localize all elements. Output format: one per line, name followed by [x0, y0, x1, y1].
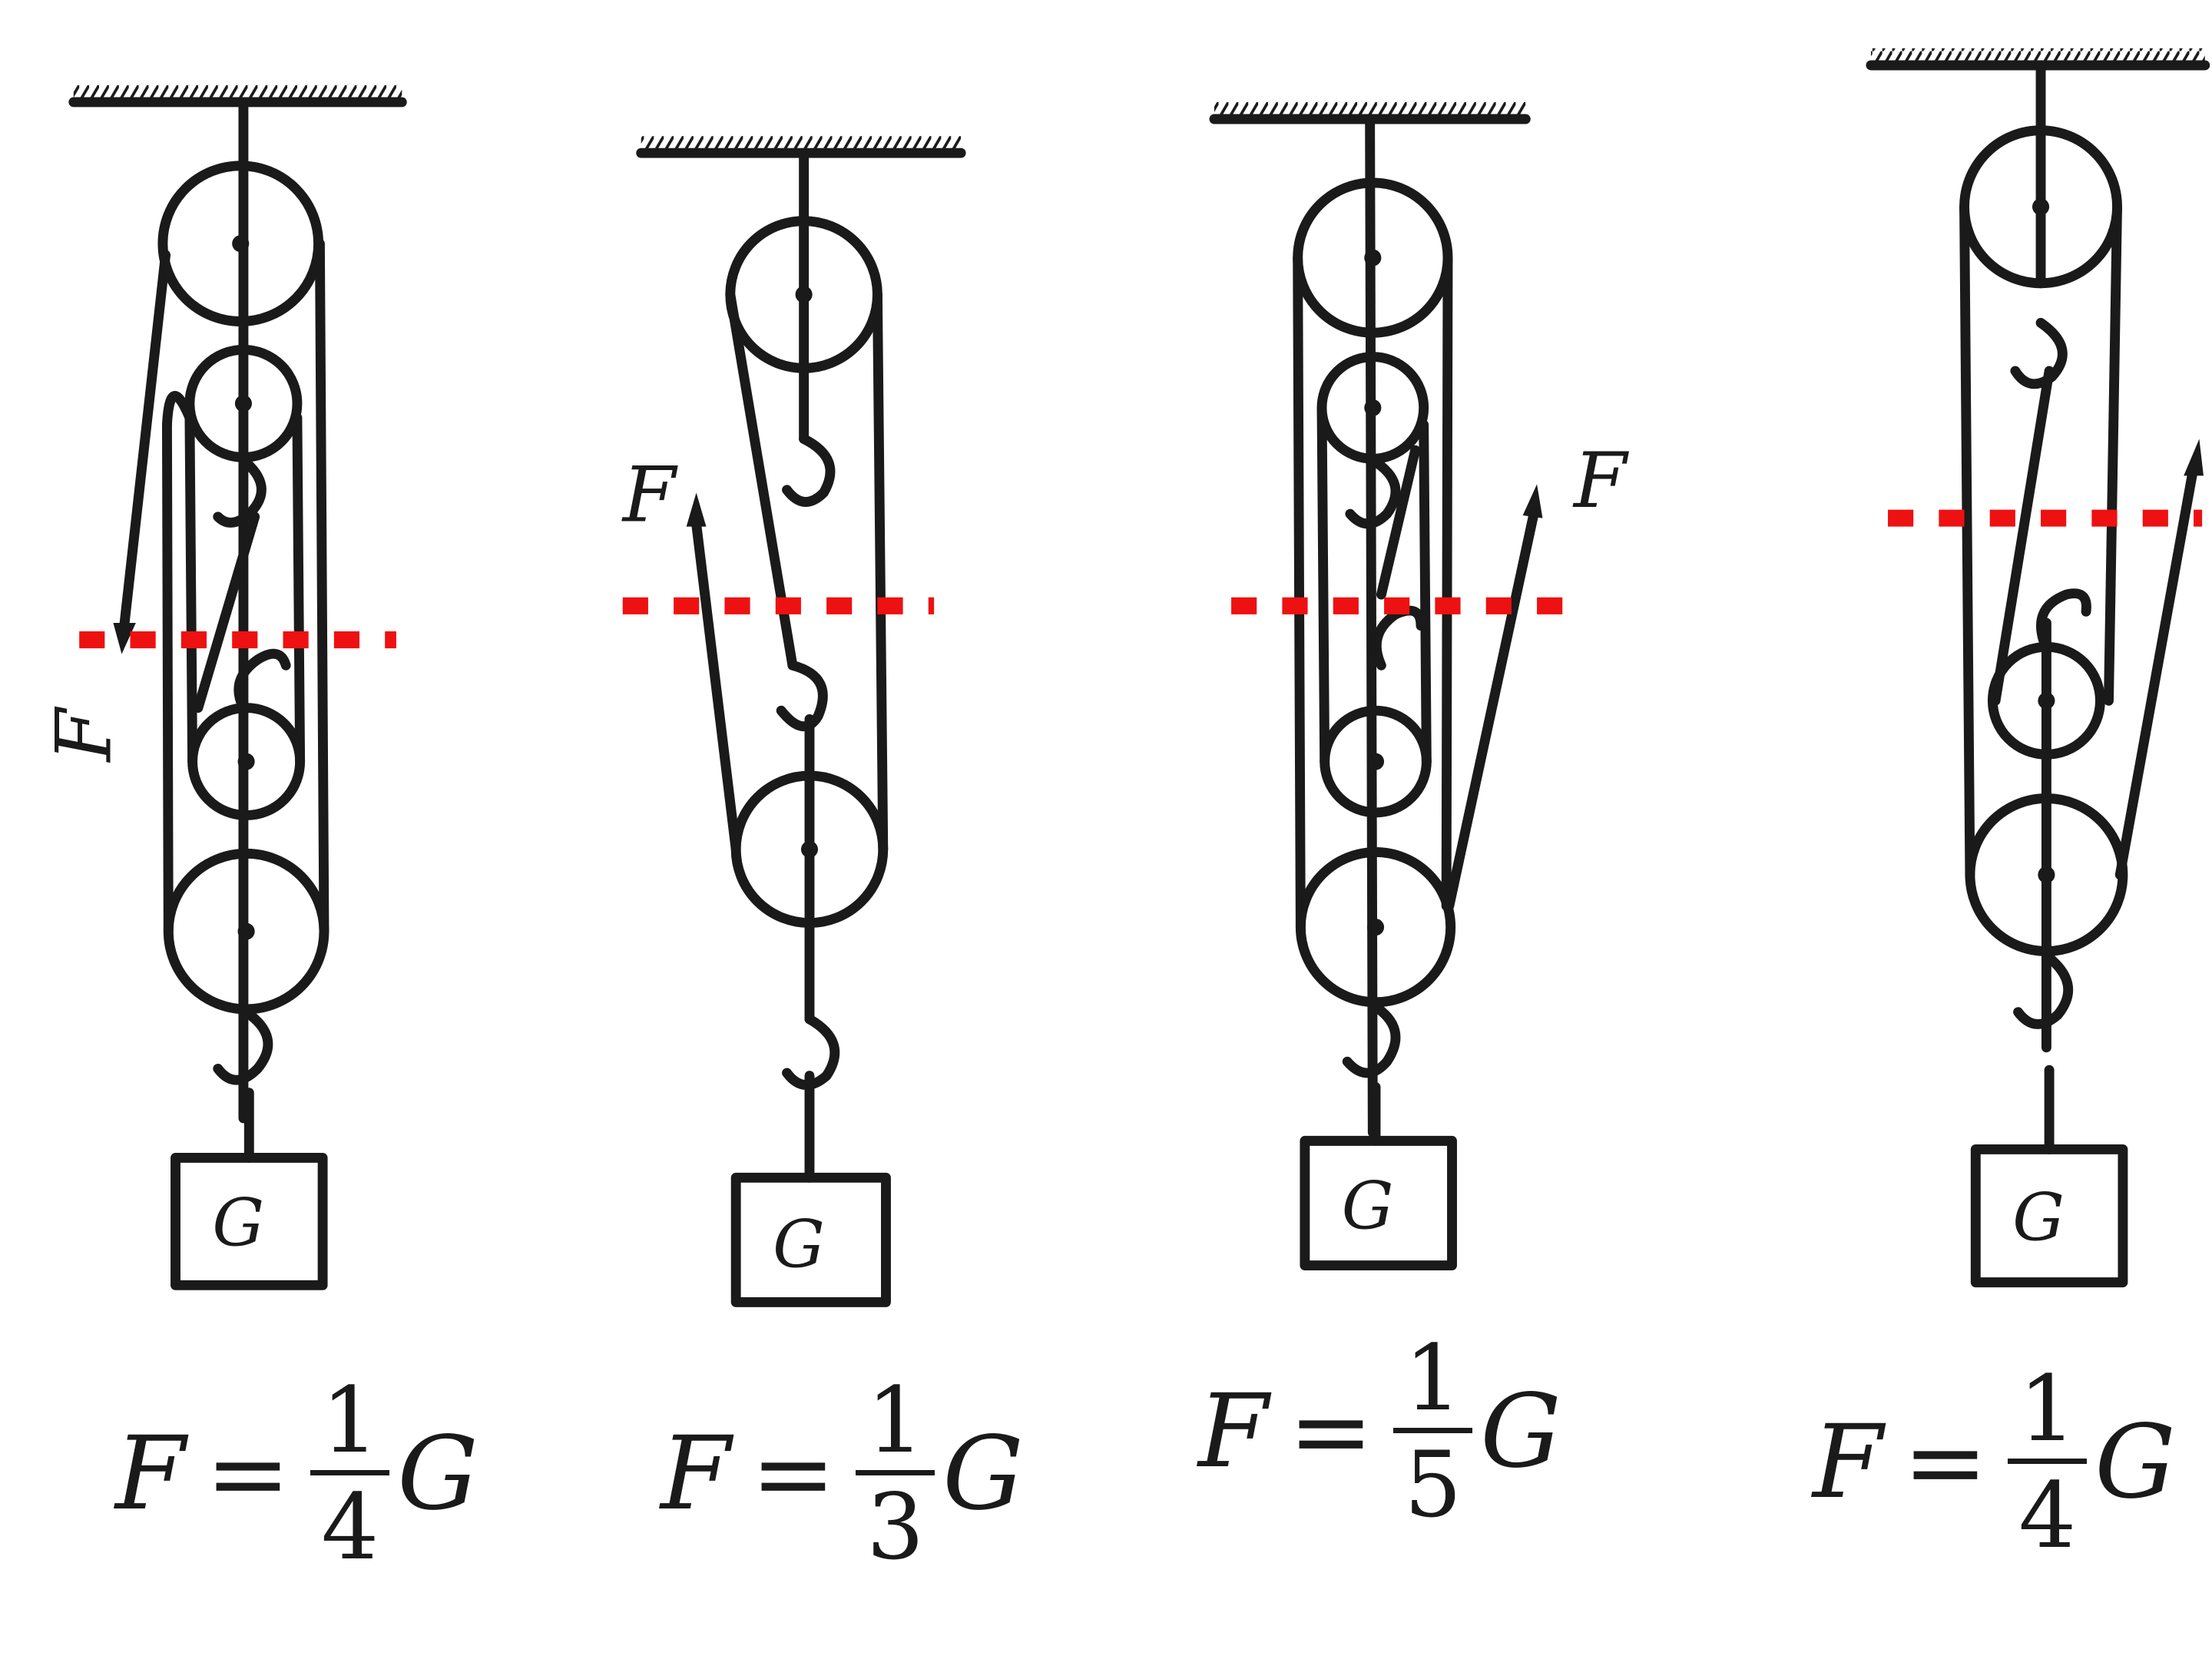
formula-fraction: 1 4: [310, 1367, 390, 1580]
formula-lhs: F: [115, 1414, 186, 1533]
formula-lhs: F: [1813, 1402, 1883, 1522]
pulley-axle: [1364, 399, 1382, 416]
hook: [1371, 605, 1426, 671]
formula-rhs: G: [1480, 1372, 1561, 1491]
formula-lhs: F: [661, 1414, 731, 1533]
weight-block: [171, 1153, 328, 1290]
fraction-bar: [856, 1470, 935, 1475]
pulley-axle: [1366, 919, 1385, 936]
formula-equals: =: [205, 1414, 291, 1533]
fraction-bar: [1393, 1428, 1473, 1433]
formula-fraction: 1 3: [856, 1375, 935, 1572]
hook: [2010, 317, 2068, 389]
pulley-axle: [237, 922, 255, 940]
fraction-numerator: 1: [1404, 1325, 1462, 1431]
force-arrow-head: [1522, 484, 1543, 518]
fraction-numerator: 1: [321, 1367, 379, 1473]
formula-rhs: G: [397, 1414, 478, 1533]
rope-segment: [193, 512, 260, 713]
hook: [782, 1014, 840, 1091]
formula-system-2: F = 1 3 G: [661, 1375, 1024, 1572]
weight-block: [1970, 1144, 2128, 1288]
formula-system-3: F = 1 5 G: [1198, 1333, 1561, 1530]
fraction-numerator: 1: [866, 1367, 925, 1473]
force-arrow-head: [686, 492, 707, 527]
force-arrow-head: [113, 622, 136, 654]
weight-label: G: [1342, 1168, 1394, 1244]
hook: [776, 660, 828, 732]
weight-block: [1300, 1135, 1457, 1270]
fraction-bar: [2008, 1459, 2088, 1464]
pulley-axle: [234, 395, 252, 412]
formula-equals: =: [1902, 1402, 1988, 1522]
force-arrow-head: [2184, 439, 2204, 476]
pulley-axle: [795, 286, 813, 303]
fraction-numerator: 1: [2018, 1356, 2077, 1462]
formula-rhs: G: [942, 1414, 1024, 1533]
hook: [213, 1007, 273, 1085]
pull-rope: [119, 250, 171, 628]
rope-wrap: [161, 391, 195, 430]
rope-segment: [292, 412, 306, 767]
pulley-axle: [1366, 753, 1385, 770]
rope-segment: [2104, 201, 2122, 706]
weight-block: [730, 1172, 891, 1307]
formula-system-1: F = 1 4 G: [115, 1375, 478, 1572]
pulley-axle: [237, 753, 255, 770]
weight-label: G: [773, 1206, 825, 1282]
fraction-denominator: 4: [321, 1474, 379, 1580]
rope-segment: [314, 238, 329, 937]
formula-fraction: 1 5: [1393, 1325, 1473, 1538]
rope-segment: [184, 412, 198, 767]
rope-segment: [161, 419, 174, 937]
weight-label: G: [2012, 1179, 2065, 1255]
formula-fraction: 1 4: [2008, 1356, 2088, 1568]
force-label: F: [41, 707, 129, 763]
rope-segment: [1376, 445, 1421, 600]
pull-rope: [1444, 507, 1539, 911]
pulley-system-1: F G: [41, 84, 407, 1290]
hook: [213, 455, 267, 528]
formula-equals: =: [750, 1414, 836, 1533]
weight-label: G: [212, 1185, 264, 1261]
hook: [1345, 455, 1401, 529]
formula-equals: =: [1288, 1372, 1374, 1491]
pull-rope: [2114, 462, 2199, 880]
rope-segment: [1441, 253, 1453, 911]
hook: [782, 433, 836, 507]
rope-segment: [1293, 253, 1306, 932]
formula-system-4: F = 1 4 G: [1813, 1363, 2176, 1561]
axle-rod: [1365, 114, 1378, 1137]
fraction-denominator: 4: [2018, 1462, 2077, 1568]
fraction-denominator: 3: [866, 1474, 925, 1580]
formula-lhs: F: [1198, 1372, 1269, 1491]
rope-segment: [1990, 366, 2055, 706]
hook: [233, 648, 291, 713]
hook: [2013, 950, 2074, 1029]
hook: [2036, 588, 2091, 654]
pulley-axle: [1364, 249, 1382, 267]
rope-segment: [872, 290, 889, 855]
pulley-system-2: F G: [621, 136, 966, 1307]
force-label: F: [1572, 437, 1629, 525]
pull-rope: [691, 518, 741, 855]
hook: [1342, 1000, 1401, 1078]
pulley-system-4: G: [1866, 48, 2210, 1288]
force-label: F: [621, 451, 678, 539]
fraction-denominator: 5: [1404, 1432, 1462, 1538]
rope-segment: [1419, 419, 1432, 767]
pulley-axle: [2032, 198, 2050, 216]
pulley-axle: [232, 235, 250, 253]
rope-segment: [1959, 201, 1975, 880]
fraction-bar: [310, 1470, 390, 1475]
formula-rhs: G: [2094, 1402, 2176, 1522]
rope-segment: [1316, 402, 1330, 767]
pulley-system-3: F G: [1209, 101, 1629, 1270]
